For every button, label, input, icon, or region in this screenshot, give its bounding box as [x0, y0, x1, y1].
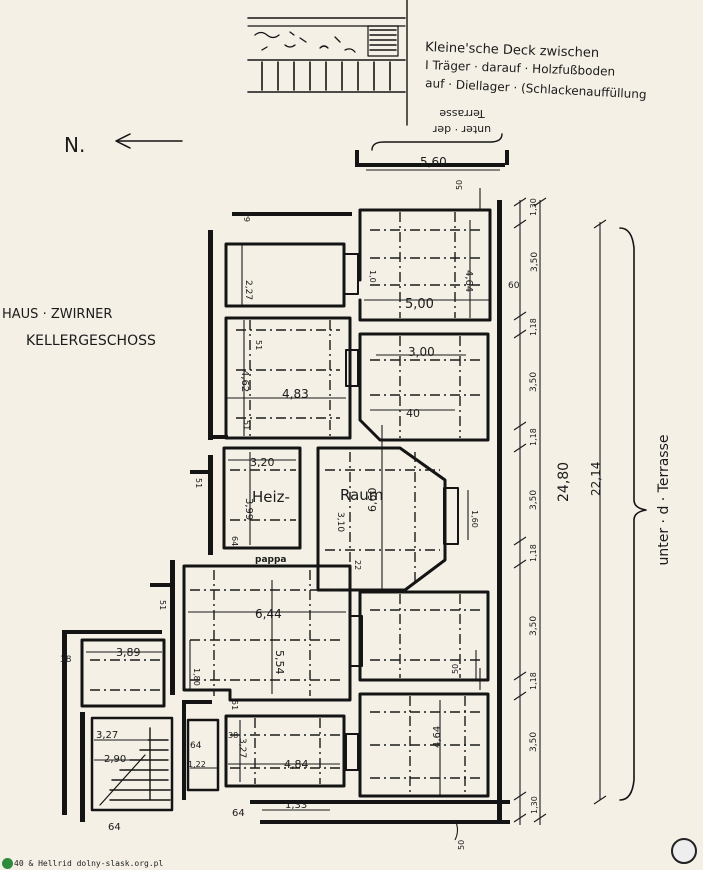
- dim-3-00: 3,00: [408, 345, 435, 359]
- dim-64-b2: 64: [108, 822, 121, 833]
- dim-64-b1: 64: [232, 808, 245, 819]
- stair-label: pappa: [255, 555, 286, 565]
- ceiling-section-detail: [247, 0, 408, 126]
- terrace-note-top: unter · der Terrasse: [432, 107, 491, 136]
- raum-label: Raum: [340, 486, 383, 504]
- dim-3-50-e: 3,50: [529, 732, 539, 752]
- dim-1-80: 1,80: [192, 668, 201, 686]
- dim-1-18-b: 1,18: [529, 428, 538, 446]
- dim-3-20: 3,20: [250, 456, 275, 469]
- coat-of-arms-icon: [671, 838, 697, 864]
- dim-1-60: 1,60: [470, 510, 479, 528]
- room-axes: [90, 212, 480, 794]
- ceiling-note-line-3: auf · Diellager · (Schlackenauffüllung: [425, 76, 647, 102]
- dim-2-27-top: 2,27: [243, 280, 253, 300]
- title-line-2: KELLERGESCHOSS: [26, 333, 156, 349]
- dim-1-0: 1,0: [368, 270, 377, 283]
- dim-51-d: 51: [158, 600, 167, 610]
- dim-51-b: 51: [242, 420, 251, 430]
- dim-1-18-c: 1,18: [529, 544, 538, 562]
- dim-50-top: 50: [455, 180, 464, 190]
- dim-1-33: 1,33: [285, 800, 307, 811]
- dim-3-50-b: 3,50: [529, 372, 539, 392]
- dim-22: 22: [353, 560, 362, 570]
- footer-credit: 40 & Hellrid dolny-slask.org.pl: [14, 859, 164, 868]
- dim-50-bot: 50: [457, 840, 466, 850]
- staircase: [99, 727, 171, 806]
- dim-40: 40: [406, 407, 420, 420]
- north-arrow-icon: [115, 133, 183, 149]
- dim-64-mid: 64: [230, 536, 239, 546]
- dim-3-50-a: 3,50: [530, 252, 540, 272]
- dim-4-64-top: 4,64: [463, 270, 474, 292]
- dim-1-30-top: 1,30: [529, 198, 538, 216]
- dim-top-width: 5,60: [420, 155, 447, 169]
- dim-1-22: 1,22: [188, 760, 206, 769]
- outer-walls: [62, 150, 510, 824]
- dim-3-89: 3,89: [116, 646, 141, 659]
- dim-5-00: 5,00: [405, 297, 434, 312]
- dim-4-62: 4,62: [239, 370, 250, 392]
- dim-51-e: 51: [230, 700, 239, 710]
- archive-logo-icon: [2, 858, 13, 869]
- dim-51-a: 51: [254, 340, 263, 350]
- dim-38-b: 38: [228, 731, 238, 740]
- north-label: N.: [64, 133, 85, 157]
- ceiling-note-line-2: I Träger · darauf · Holzfußboden: [425, 58, 615, 79]
- terrace-top-line-1: unter · der: [432, 123, 491, 136]
- dimension-lines: [86, 133, 647, 841]
- dim-5-54: 5,54: [273, 650, 286, 675]
- title-line-1: HAUS · ZWIRNER: [2, 307, 112, 322]
- dim-4-84: 4,84: [284, 758, 309, 771]
- dim-50-mid: 50: [451, 664, 460, 674]
- room-labels: Heiz- Raum pappa: [252, 486, 383, 565]
- dim-6-60: 6,60: [366, 488, 379, 513]
- heiz-label: Heiz-: [252, 488, 290, 506]
- dim-1-18-a: 1,18: [529, 318, 538, 336]
- dim-1-30-bot: 1,30: [530, 796, 539, 814]
- dim-38-a: 38: [60, 655, 72, 665]
- ceiling-note: Kleine'sche Deck zwischen I Träger · dar…: [425, 40, 647, 102]
- dim-6-44: 6,44: [255, 607, 282, 621]
- dim-4-64-bot: 4,64: [432, 726, 443, 748]
- dim-64-small: 64: [190, 741, 202, 751]
- dim-51-c: 51: [194, 478, 203, 488]
- terrace-top-line-2: Terrasse: [439, 107, 486, 120]
- dim-60: 60: [508, 281, 520, 291]
- dim-3-99: 3,99: [243, 498, 254, 520]
- dim-3-27-a: 3,27: [96, 730, 118, 741]
- plan-title: HAUS · ZWIRNER KELLERGESCHOSS: [2, 307, 156, 349]
- dim-22-14: 22,14: [589, 462, 603, 496]
- dim-2-90: 2,90: [104, 754, 126, 765]
- window-recesses: [343, 253, 459, 771]
- dim-3-27-b: 3,27: [237, 738, 247, 758]
- dim-24-80: 24,80: [556, 462, 572, 502]
- dim-1-18-d: 1,18: [529, 672, 538, 690]
- dim-64-top: 64: [243, 212, 252, 222]
- dim-4-83: 4,83: [282, 387, 309, 401]
- dimension-labels: 5,60 50 64 2,27 1,0 4,64 60 3,50 1,30 5,…: [60, 155, 603, 850]
- terrace-note-side: unter · d · Terrasse: [656, 434, 672, 565]
- ceiling-note-line-1: Kleine'sche Deck zwischen: [425, 40, 600, 61]
- dim-3-10: 3,10: [335, 512, 345, 532]
- dim-3-50-c: 3,50: [529, 490, 539, 510]
- dim-3-50-d: 3,50: [529, 616, 539, 636]
